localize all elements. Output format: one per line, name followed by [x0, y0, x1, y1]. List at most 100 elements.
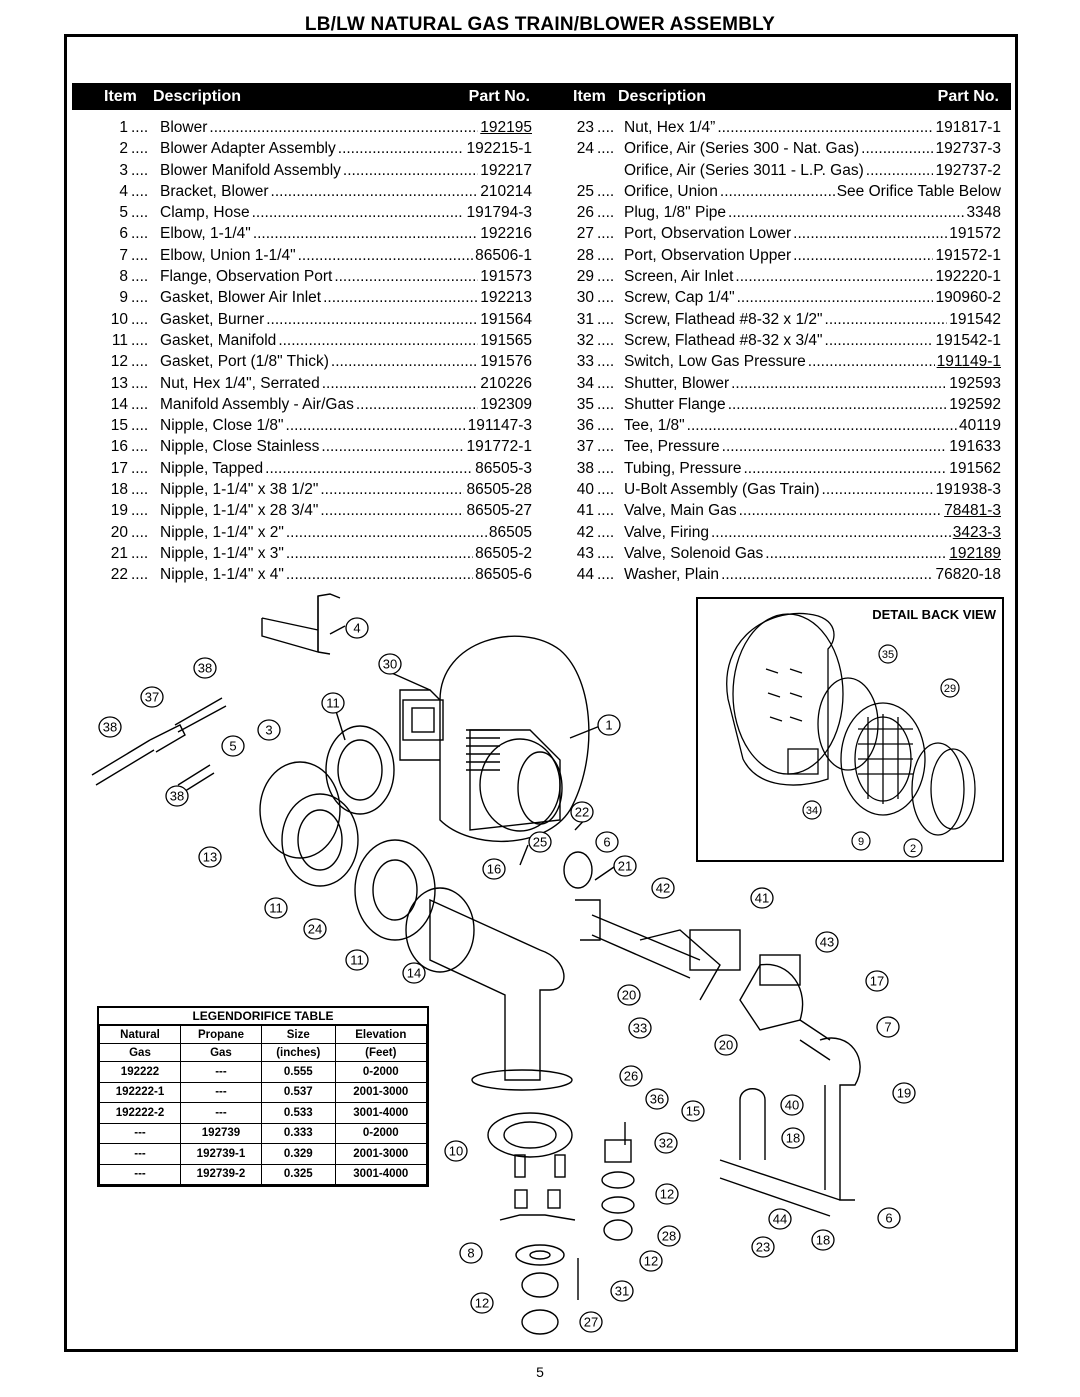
- item-description-line: Gasket, Burner191564: [160, 309, 532, 330]
- table-cell: ---: [99, 1143, 181, 1165]
- callout-balloon: 14: [402, 962, 426, 984]
- dot-leader: [861, 138, 933, 159]
- item-leader: ....: [131, 481, 149, 499]
- header-description: Description: [153, 88, 242, 105]
- dot-leader: [338, 138, 465, 159]
- item-description-line: Blower Adapter Assembly192215-1: [160, 138, 532, 159]
- dot-leader: [356, 394, 478, 415]
- item-description-line: Valve, Main Gas78481-3: [624, 500, 1001, 521]
- item-number: 8: [119, 268, 128, 286]
- callout-balloon: 11: [321, 692, 345, 714]
- item-description-line: Port, Observation Lower191572: [624, 223, 1001, 244]
- item-description-line: Nut, Hex 1/4", Serrated210226: [160, 373, 532, 394]
- dot-leader: [711, 522, 951, 543]
- table-cell: 3001-4000: [334, 1102, 428, 1124]
- callout-label: 34: [806, 805, 818, 817]
- item-number: 31: [576, 310, 594, 328]
- item-number: 24: [576, 140, 594, 158]
- item-part-number: 191542: [949, 310, 1001, 328]
- callout-circle: [714, 1034, 738, 1056]
- callout-circle: [781, 1127, 805, 1149]
- callout-circle: [655, 1183, 679, 1205]
- parts-list-row: 38....Tubing, Pressure191562: [566, 458, 1003, 479]
- item-part-number: 192309: [480, 395, 532, 413]
- callout-balloon: 7: [876, 1016, 900, 1038]
- callout-label: 18: [816, 1233, 830, 1248]
- callout-balloon: 6: [595, 831, 619, 853]
- parts-list-row: 23....Nut, Hex 1/4”191817-1: [566, 117, 1003, 138]
- callout-circle: [639, 1250, 663, 1272]
- table-cell: 0.537: [260, 1081, 336, 1103]
- item-part-number: 191564: [480, 310, 532, 328]
- header-line: (inches): [276, 1046, 321, 1059]
- callout-circle: [579, 1311, 603, 1333]
- item-leader: ....: [597, 544, 615, 562]
- callout-label: 6: [603, 835, 610, 850]
- item-description-line: Switch, Low Gas Pressure191149-1: [624, 351, 1001, 372]
- item-number: 44: [576, 566, 594, 584]
- item-description: Clamp, Hose: [160, 204, 250, 222]
- callout-circle: [780, 1094, 804, 1116]
- item-part-number: 86506-1: [475, 246, 532, 264]
- callout-label: 20: [622, 988, 636, 1003]
- table-cell: ---: [179, 1061, 262, 1083]
- header-item: Item: [104, 88, 137, 105]
- callout-balloon: 30: [378, 653, 402, 675]
- callout-label: 18: [786, 1131, 800, 1146]
- dot-leader: [717, 117, 933, 138]
- callout-circle: [681, 1100, 705, 1122]
- callout-circle: [654, 1132, 678, 1154]
- item-number: 22: [110, 566, 128, 584]
- dot-leader: [323, 287, 478, 308]
- item-description-line: Elbow, 1-1/4"192216: [160, 223, 532, 244]
- item-part-number: 191147-3: [467, 417, 532, 435]
- item-description: Valve, Solenoid Gas: [624, 544, 764, 562]
- item-leader: ....: [131, 119, 149, 136]
- item-description-line: Manifold Assembly - Air/Gas192309: [160, 394, 532, 415]
- parts-list-row: 43....Valve, Solenoid Gas192189: [566, 543, 1003, 564]
- dot-leader: [252, 202, 465, 223]
- callout-balloon: 31: [610, 1280, 634, 1302]
- header-line: Gas: [210, 1046, 232, 1059]
- parts-list-row: 18....Nipple, 1-1/4" x 38 1/2"86505-28: [100, 479, 532, 500]
- dot-leader: [266, 309, 478, 330]
- item-part-number: 86505-3: [475, 459, 532, 477]
- detail-back-view-title: DETAIL BACK VIEW: [872, 607, 996, 622]
- callout-label: 42: [656, 881, 670, 896]
- parts-list-row: 20....Nipple, 1-1/4" x 2"86505: [100, 522, 532, 543]
- callout-label: 23: [756, 1240, 770, 1255]
- item-leader: ....: [597, 204, 615, 222]
- table-header-left: Item Description Part No.: [72, 83, 540, 110]
- table-cell: 0.333: [260, 1122, 336, 1144]
- parts-list-row: 8....Flange, Observation Port191573: [100, 266, 532, 287]
- item-leader: ....: [597, 459, 615, 477]
- callout-label: 26: [624, 1069, 638, 1084]
- table-cell: ---: [179, 1102, 262, 1124]
- header-line: Elevation: [355, 1028, 407, 1041]
- callout-circle: [892, 1082, 916, 1104]
- parts-list-row: 22....Nipple, 1-1/4" x 4"86505-6: [100, 564, 532, 585]
- item-description-line: Screen, Air Inlet192220-1: [624, 266, 1001, 287]
- table-cell: 0.555: [260, 1061, 336, 1083]
- callout-balloon: 44: [768, 1208, 792, 1230]
- item-part-number: 192216: [480, 225, 532, 243]
- callout-label: 38: [103, 720, 117, 735]
- item-leader: ....: [131, 331, 149, 349]
- callout-circle: [482, 858, 506, 880]
- item-description-line: Nut, Hex 1/4”191817-1: [624, 117, 1001, 138]
- dot-leader: [735, 266, 933, 287]
- callout-balloon: 18: [811, 1229, 835, 1251]
- item-number: 23: [576, 119, 594, 136]
- dot-leader: [822, 479, 934, 500]
- parts-list-row: 2....Blower Adapter Assembly192215-1: [100, 138, 532, 159]
- callout-circle: [651, 877, 675, 899]
- dot-leader: [743, 458, 947, 479]
- col-propane-gas-sub: Gas: [179, 1043, 262, 1062]
- item-description-line: Nipple, 1-1/4" x 38 1/2"86505-28: [160, 479, 532, 500]
- item-leader: ....: [131, 459, 149, 477]
- callout-circle: [851, 831, 871, 851]
- item-part-number: 86505-6: [475, 566, 532, 584]
